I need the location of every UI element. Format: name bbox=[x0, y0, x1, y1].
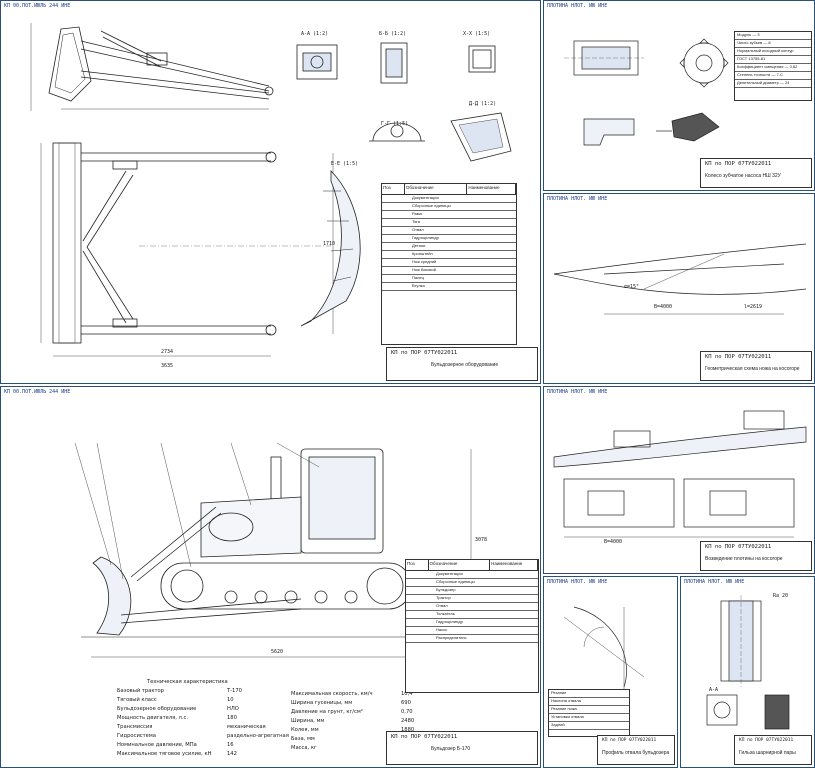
title-block: КП по ПОР 07ТУ022011 Геометрическая схем… bbox=[700, 351, 812, 381]
section-label-x: Х-Х (1:5) bbox=[463, 31, 491, 37]
title-block-name: Гильза шарнирной пары bbox=[739, 750, 796, 756]
sheet-bulldozer-equipment: КП 00.ПОТ.ИЮЛЬ 244 ИНЕ bbox=[0, 0, 541, 384]
gear-param-row: Модуль — 3 bbox=[735, 32, 811, 40]
sheet-stamp: ПЛОТИНА НЛОТ. ИЮ ИНЕ bbox=[684, 579, 745, 585]
sheet-stamp: ПЛОТИНА НЛОТ. ИЮ ИНЕ bbox=[547, 389, 608, 395]
section-label-a: А-А (1:2) bbox=[301, 31, 329, 37]
profile-drawing bbox=[563, 606, 645, 689]
sheet-stamp: ПЛОТИНА НЛОТ. ИЮ ИНЕ bbox=[547, 3, 608, 9]
gear-param-row: Делительный диаметр — 24 bbox=[735, 80, 811, 88]
sheet-gear-wheel: ПЛОТИНА НЛОТ. ИЮ ИНЕ Модуль — 3 Число зу… bbox=[543, 0, 815, 191]
title-block-code: КП по ПОР 07ТУ022011 bbox=[391, 734, 458, 740]
dimension-length: 5620 bbox=[271, 649, 284, 655]
dimension-width: 2734 bbox=[161, 349, 174, 355]
dimension-height: 3078 bbox=[475, 537, 488, 543]
sheet-hinge-sleeve: ПЛОТИНА НЛОТ. ИЮ ИНЕ Ra 20 А-А КП по ПОР… bbox=[680, 576, 815, 768]
title-block-code: КП по ПОР 07ТУ022011 bbox=[705, 161, 772, 167]
roughness-symbol: Ra 20 bbox=[773, 593, 789, 599]
equipment-drawing bbox=[30, 23, 512, 357]
dimension-length: 3635 bbox=[161, 363, 174, 369]
title-block-code: КП по ПОР 07ТУ022011 bbox=[739, 738, 794, 743]
sheet-stamp: КП 00.ПОТ.ИЮЛЬ 244 ИНЕ bbox=[4, 3, 71, 9]
title-block: КП по ПОР 07ТУ022011 Возведение плотины … bbox=[700, 541, 812, 571]
title-block: КП по ПОР 07ТУ022011 Профиль отвала буль… bbox=[597, 735, 675, 765]
gear-parameters-table: Модуль — 3 Число зубьев — 8 Нормальный и… bbox=[734, 31, 812, 101]
scheme-drawing bbox=[553, 243, 807, 315]
gear-drawing bbox=[564, 38, 729, 146]
angles-table: Резание Наклона отвала Резание ножа Уста… bbox=[548, 689, 630, 737]
title-block-name: Бульдозер Б-170 bbox=[431, 746, 471, 752]
gear-param-row: ГОСТ 13755-81 bbox=[735, 56, 811, 64]
section-label-g: Г-Г (1:5) bbox=[381, 121, 409, 127]
title-block-code: КП по ПОР 07ТУ022011 bbox=[705, 354, 772, 360]
title-block-name: Возведение плотины на косогоре bbox=[705, 556, 783, 562]
sheet-dam-construction: ПЛОТИНА НЛОТ. ИЮ ИНЕ B=4000 КП по ПОР 07… bbox=[543, 386, 815, 574]
gear-param-row: Коэффициент смещения — 0,62 bbox=[735, 64, 811, 72]
title-block-code: КП по ПОР 07ТУ022011 bbox=[391, 350, 458, 356]
sheet-stamp: КП 00.ПОТ.ИЮЛЬ 244 ИНЕ bbox=[4, 389, 71, 395]
title-block-name: Бульдозерное оборудование bbox=[431, 362, 499, 368]
sheet-stamp: ПЛОТИНА НЛОТ. ИЮ ИНЕ bbox=[547, 196, 608, 202]
technical-specs: Техническая характеристика Базовый тракт… bbox=[117, 679, 289, 757]
dimension-height: 1710 bbox=[323, 241, 336, 247]
title-block: КП по ПОР 07ТУ022011 Бульдозер Б-170 bbox=[386, 731, 538, 765]
title-block: КП по ПОР 07ТУ022011 Колесо зубчатое нас… bbox=[700, 158, 812, 188]
title-block: КП по ПОР 07ТУ022011 Бульдозерное оборуд… bbox=[386, 347, 538, 381]
gear-param-row: Число зубьев — 8 bbox=[735, 40, 811, 48]
section-label-d: Д-Д (1:2) bbox=[469, 101, 497, 107]
dimension-width: B=4000 bbox=[654, 304, 673, 310]
sheet-stamp: ПЛОТИНА НЛОТ. ИЮ ИНЕ bbox=[547, 579, 608, 585]
section-label-a: А-А bbox=[709, 687, 719, 693]
sheet-geometric-scheme: ПЛОТИНА НЛОТ. ИЮ ИНЕ B=4000 α=15° l=2619… bbox=[543, 193, 815, 384]
title-block-name: Профиль отвала бульдозера bbox=[602, 750, 670, 756]
title-block-name: Геометрическая схема ножа на косогоре bbox=[705, 366, 800, 372]
section-label-b: Б-Б (1:2) bbox=[379, 31, 407, 37]
gear-param-row: Степень точности — 7-С bbox=[735, 72, 811, 80]
dimension-angle: α=15° bbox=[624, 284, 640, 290]
section-label-e: Е-Е (1:5) bbox=[331, 161, 359, 167]
sleeve-drawing bbox=[706, 595, 790, 730]
bulldozer-drawing bbox=[74, 442, 481, 658]
title-block-name: Колесо зубчатое насоса НШ 32У bbox=[705, 173, 781, 179]
title-block-code: КП по ПОР 07ТУ022011 bbox=[705, 544, 772, 550]
sheet-bulldozer: КП 00.ПОТ.ИЮЛЬ 244 ИНЕ bbox=[0, 386, 541, 768]
specs-header: Техническая характеристика bbox=[147, 679, 228, 685]
dam-drawing bbox=[553, 410, 807, 538]
title-block: КП по ПОР 07ТУ022011 Гильза шарнирной па… bbox=[734, 735, 812, 765]
dimension-width: B=4000 bbox=[604, 539, 623, 545]
title-block-code: КП по ПОР 07ТУ022011 bbox=[602, 738, 657, 743]
dimension-length: l=2619 bbox=[744, 304, 763, 310]
sheet-blade-profile: ПЛОТИНА НЛОТ. ИЮ ИНЕ Резание Наклона отв… bbox=[543, 576, 678, 768]
gear-param-row: Нормальный исходный контур bbox=[735, 48, 811, 56]
